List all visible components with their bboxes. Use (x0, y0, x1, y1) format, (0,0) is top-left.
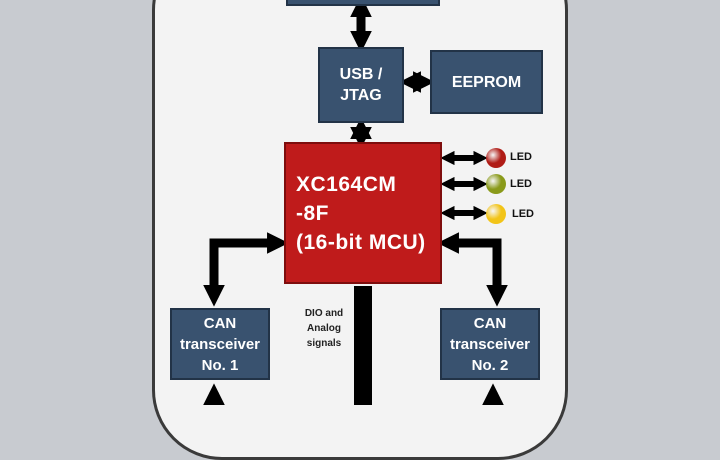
can-transceiver-1-block: CAN transceiver No. 1 (170, 308, 270, 380)
eeprom-block: EEPROM (430, 50, 543, 114)
dio-analog-bus (354, 286, 372, 405)
connection-wires (203, 0, 508, 405)
arrow-mcu-can2 (437, 232, 508, 307)
led-label-3: LED (512, 208, 534, 220)
led-olive-icon (486, 174, 506, 194)
block-diagram: USB / JTAG EEPROM XC164CM -8F (16-bit MC… (152, 0, 568, 460)
usb-jtag-block: USB / JTAG (318, 47, 404, 123)
top-block-edge (286, 0, 440, 6)
led-label-2: LED (510, 178, 532, 190)
led-red-icon (486, 148, 506, 168)
arrow-mcu-can1 (203, 232, 289, 307)
dio-analog-note: DIO and Analog signals (304, 308, 344, 349)
mcu-block: XC164CM -8F (16-bit MCU) (284, 142, 442, 284)
led-yellow-icon (486, 204, 506, 224)
can-transceiver-2-block: CAN transceiver No. 2 (440, 308, 540, 380)
led-label-1: LED (510, 151, 532, 163)
